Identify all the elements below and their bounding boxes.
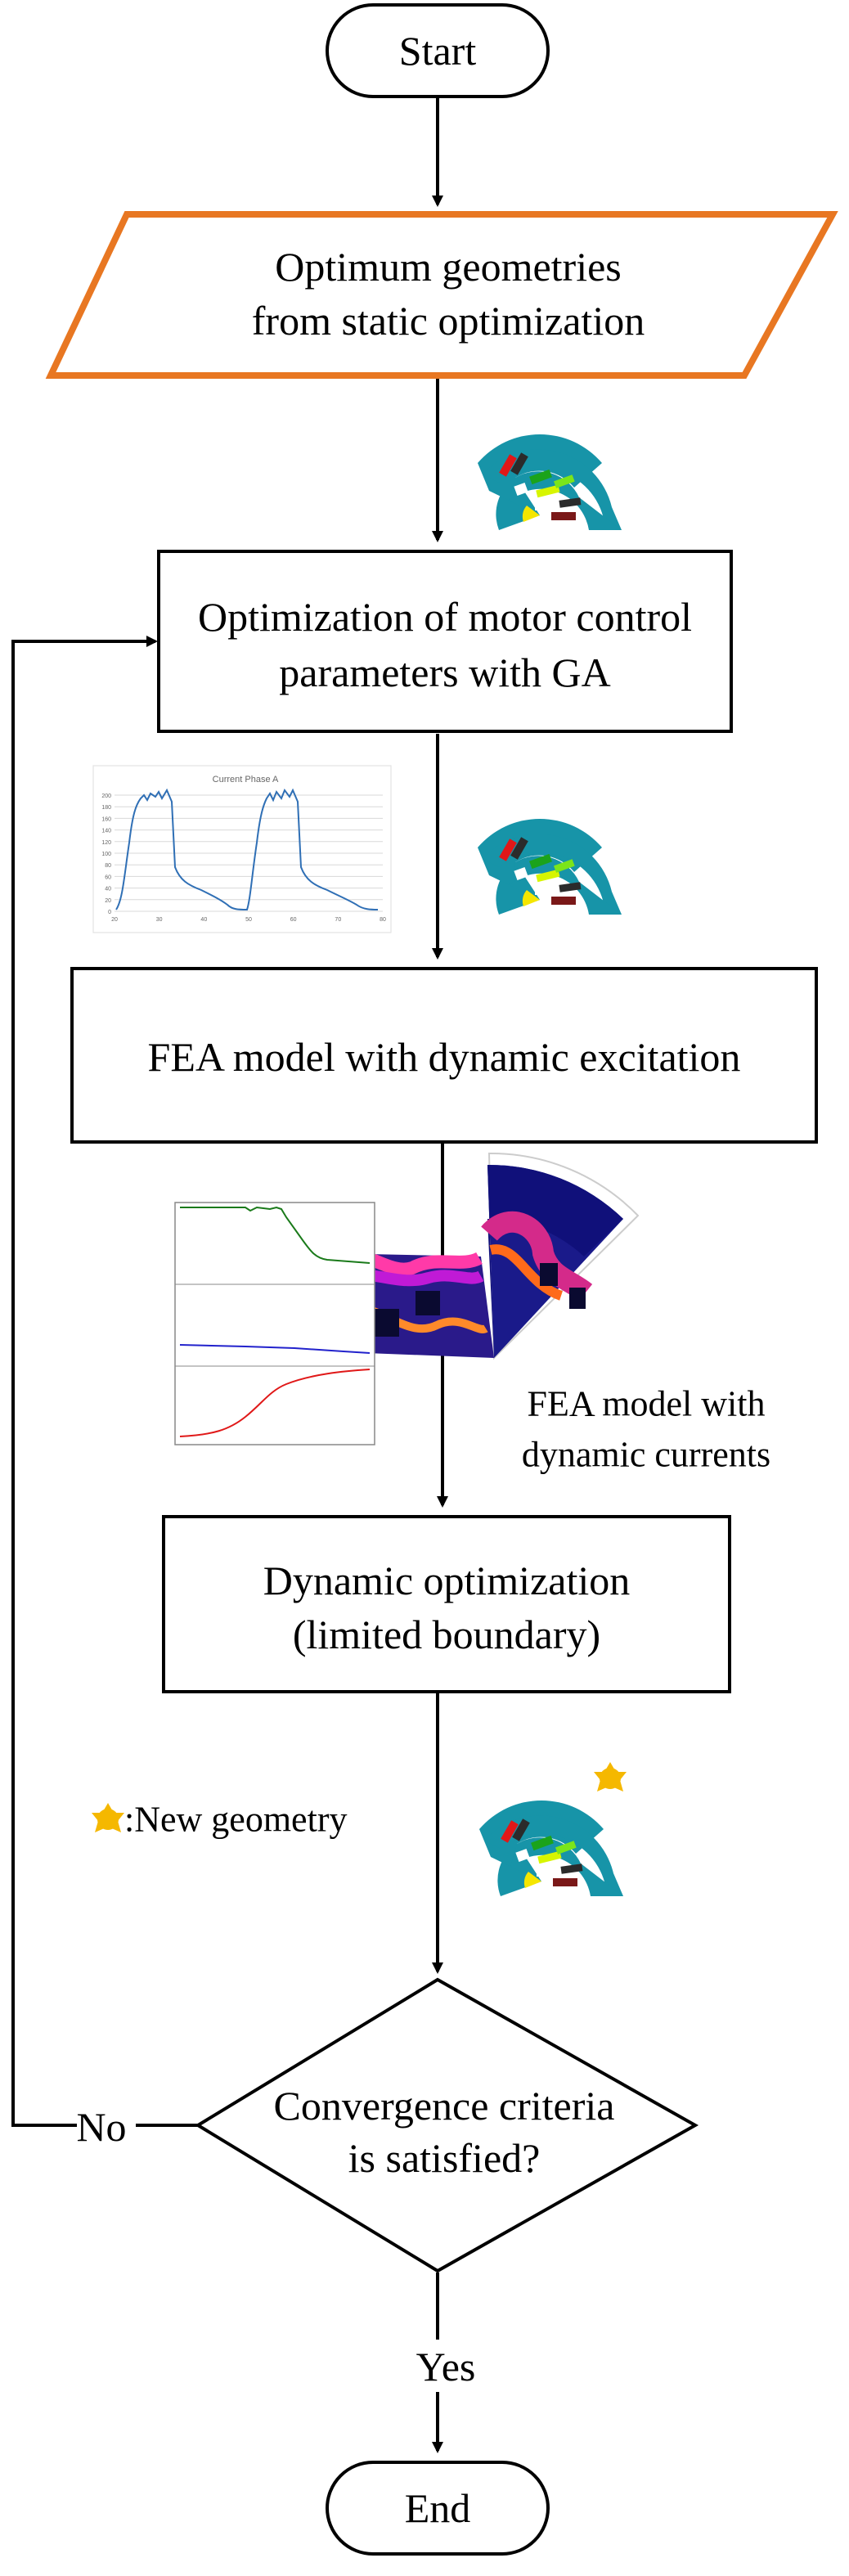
current-phase-a-chart: Current Phase A 020406080100120140160180… [92,765,392,933]
end-label: End [405,2485,471,2531]
fea-currents-line1: FEA model with [528,1384,766,1424]
dynamic-line2: (limited boundary) [293,1612,600,1657]
current-chart-y-tick: 140 [101,829,111,834]
end-terminator [326,2461,550,2556]
decision-line1: Convergence criteria [274,2083,615,2129]
decision-diamond [195,1977,699,2273]
current-chart-y-tick: 20 [105,898,111,904]
input-line2: from static optimization [252,298,645,344]
fea-excitation-label: FEA model with dynamic excitation [148,1034,741,1080]
dynamic-response-chart [174,1202,375,1445]
input-node: Optimum geometries from static optimizat… [45,211,838,379]
current-chart-y-tick: 40 [105,887,111,892]
yes-label-backdrop [404,2340,473,2392]
current-chart-x-tick: 80 [380,917,386,923]
control-optimization-node: Optimization of motor control parameters… [157,550,733,733]
fea-currents-line2: dynamic currents [522,1435,770,1475]
current-chart-x-ticks: 20 30 40 50 60 70 80 [111,917,386,923]
motor-geometry-icon [479,1800,623,1896]
control-optimization-box [157,550,733,733]
dynamic-optimization-node: Dynamic optimization (limited boundary) [162,1515,731,1693]
start-terminator [326,3,550,98]
control-line2: parameters with GA [279,650,610,695]
new-geometry-marker-icon [594,1762,627,1792]
decision-node: Convergence criteria is satisfied? [195,1977,699,2273]
current-chart-y-ticks: 0 20 40 60 80 100 120 140 160 180 200 [101,793,111,915]
current-chart-y-tick: 160 [101,816,111,822]
current-chart-x-tick: 30 [156,917,163,923]
current-phase-a-trace [115,788,379,911]
fea-excitation-box [70,967,818,1144]
connector-no-loop-b [11,636,158,2127]
start-label: Start [399,28,477,74]
response-trace-blue [179,1344,371,1354]
current-chart-title: Current Phase A [213,775,279,784]
new-geometry-legend: :New geometry [124,1800,347,1840]
decision-line2: is satisfied? [348,2135,541,2181]
current-chart-y-tick: 0 [108,910,111,915]
current-chart-y-tick: 180 [101,805,111,811]
dynamic-line1: Dynamic optimization [263,1558,631,1603]
current-chart-y-tick: 80 [105,863,111,869]
end-node: End [326,2461,550,2556]
motor-geometry-icon [478,818,622,915]
response-chart-frame [174,1202,375,1445]
current-chart-x-tick: 40 [200,917,207,923]
current-chart-x-tick: 70 [335,917,341,923]
yes-label: Yes [416,2344,476,2389]
input-line1: Optimum geometries [275,244,622,290]
current-chart-x-tick: 60 [290,917,297,923]
new-geometry-legend-icon [92,1803,124,1832]
input-parallelogram [45,211,838,379]
motor-geometry-icon [478,434,622,530]
current-chart-y-tick: 60 [105,874,111,880]
current-chart-x-tick: 50 [245,917,252,923]
current-chart-y-tick: 200 [101,793,111,799]
dynamic-optimization-box [162,1515,731,1693]
current-chart-y-tick: 100 [101,852,111,857]
current-chart-y-tick: 120 [101,840,111,846]
fea-excitation-node: FEA model with dynamic excitation [70,967,818,1144]
current-chart-frame [92,765,392,933]
response-trace-green [180,1206,371,1264]
control-line1: Optimization of motor control [198,594,692,640]
current-chart-x-tick: 20 [111,917,118,923]
no-label: No [76,2104,126,2150]
response-trace-red [179,1369,371,1437]
start-node: Start [326,3,550,98]
